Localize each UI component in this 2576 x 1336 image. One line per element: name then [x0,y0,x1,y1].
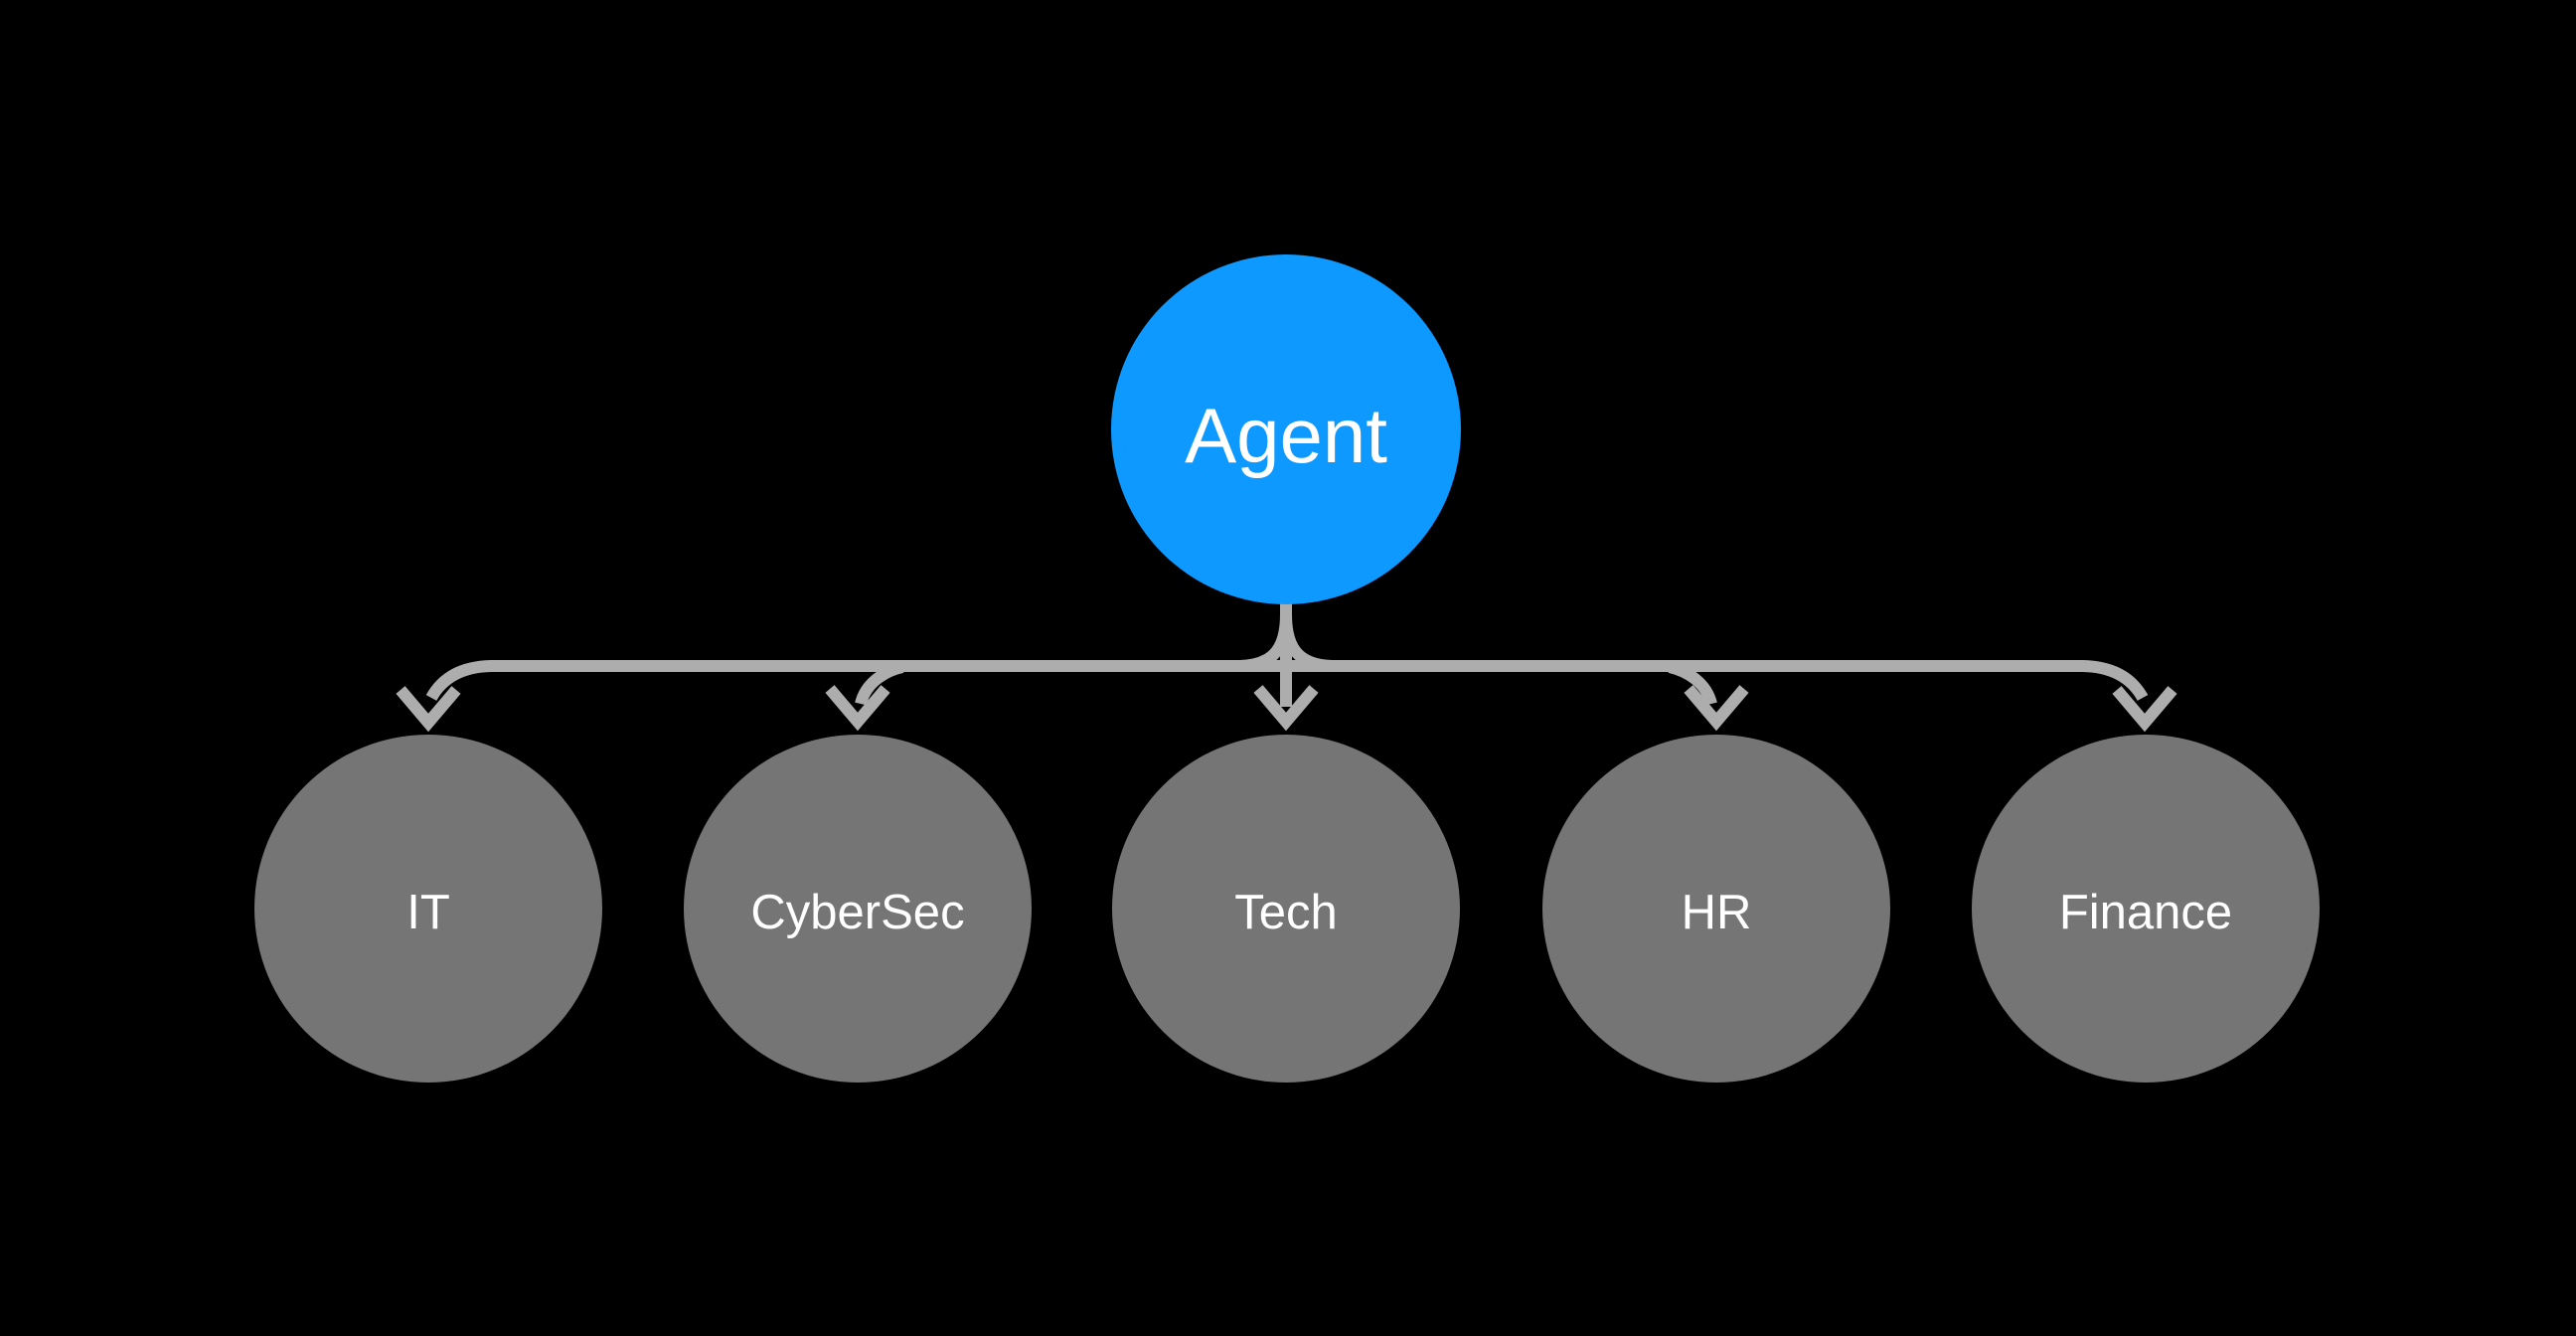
node-hr-label: HR [1682,886,1752,939]
node-cybersec-circle[interactable] [684,735,1032,1083]
arrowhead-cybersec-icon [825,685,890,732]
connectors [396,600,2177,733]
node-finance-circle[interactable] [1972,735,2320,1083]
node-agent-circle[interactable] [1111,254,1461,604]
node-tech-label: Tech [1234,886,1338,939]
node-finance[interactable]: Finance [1972,735,2320,1083]
node-tech[interactable]: Tech [1112,735,1460,1083]
node-it-circle[interactable] [254,735,602,1083]
connector-branch-cybersec[interactable] [855,661,904,706]
connector-branch-hr[interactable] [1668,661,1717,706]
node-agent[interactable]: Agent [1111,254,1461,604]
connector-rail-horizontal[interactable] [425,660,2149,702]
node-hr-circle[interactable] [1542,735,1890,1083]
node-tech-circle[interactable] [1112,735,1460,1083]
node-hr[interactable]: HR [1542,735,1890,1083]
node-cybersec-label: CyberSec [750,886,964,939]
arrowhead-finance-icon [2112,686,2177,733]
node-it-label: IT [406,886,450,939]
arrowhead-it-icon [396,686,461,733]
node-agent-label: Agent [1185,392,1387,479]
node-it[interactable]: IT [254,735,602,1083]
arrowhead-hr-icon [1684,685,1749,732]
node-cybersec[interactable]: CyberSec [684,735,1032,1083]
node-finance-label: Finance [2059,886,2232,939]
arrowhead-tech-icon [1253,685,1319,732]
